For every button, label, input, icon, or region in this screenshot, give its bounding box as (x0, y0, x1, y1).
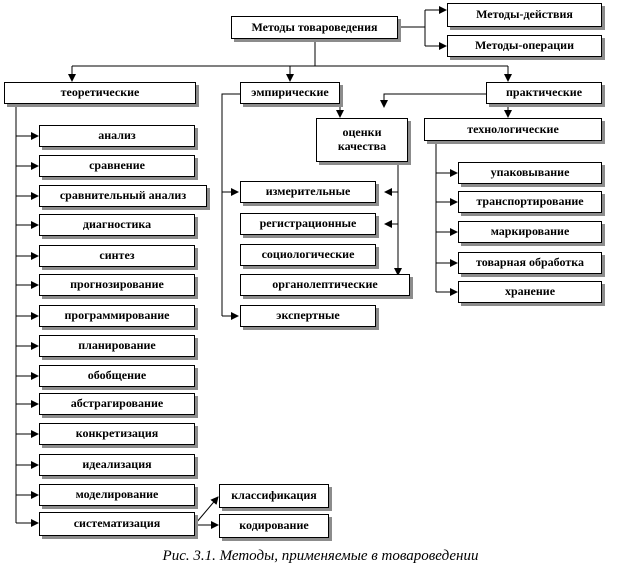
theoretical-item-label: анализ (98, 128, 136, 143)
empirical-label: эмпирические (251, 85, 329, 100)
technological-item-label: транспортирование (476, 194, 584, 209)
theoretical-item: обобщение (39, 365, 195, 387)
theoretical-item-label: сравнение (89, 158, 145, 173)
theoretical-item-label: планирование (78, 338, 156, 353)
empirical-box: эмпирические (240, 82, 340, 104)
technological-item: упаковывание (458, 162, 602, 184)
theoretical-item-label: систематизация (73, 516, 161, 531)
methods-operations-box: Методы-операции (447, 35, 602, 57)
practical-box: практические (486, 82, 602, 104)
theoretical-item: конкретизация (39, 423, 195, 445)
classification-box: классификация (219, 484, 329, 508)
theoretical-label: теоретические (60, 85, 140, 100)
theoretical-item-label: диагностика (82, 217, 152, 232)
empirical-item-label: органолептические (272, 277, 378, 292)
theoretical-item: планирование (39, 335, 195, 357)
theoretical-item-label: конкретизация (75, 426, 159, 441)
theoretical-item-label: синтез (99, 248, 135, 263)
technological-label: технологические (467, 121, 559, 136)
theoretical-item-label: обобщение (87, 368, 147, 383)
coding-label: кодирование (239, 518, 309, 533)
theoretical-item: программирование (39, 305, 195, 327)
theoretical-item: абстрагирование (39, 393, 195, 415)
theoretical-item: систематизация (39, 512, 195, 536)
theoretical-item: прогнозирование (39, 274, 195, 296)
empirical-item: измерительные (240, 181, 376, 203)
empirical-item-label: измерительные (265, 184, 351, 199)
theoretical-item: идеализация (39, 454, 195, 476)
figure-caption: Рис. 3.1. Методы, применяемые в товарове… (162, 548, 479, 564)
coding-box: кодирование (219, 514, 329, 538)
empirical-item: социологические (240, 244, 376, 266)
empirical-item: экспертные (240, 305, 376, 327)
technological-box: технологические (424, 118, 602, 141)
theoretical-item-label: прогнозирование (70, 277, 164, 292)
technological-item-label: маркирование (490, 224, 570, 239)
theoretical-item-label: программирование (64, 308, 170, 323)
theoretical-box: теоретические (4, 82, 196, 104)
classification-label: классификация (231, 488, 317, 503)
theoretical-item: диагностика (39, 214, 195, 236)
theoretical-item-label: идеализация (82, 457, 152, 472)
technological-item: товарная обработка (458, 252, 602, 274)
root-label: Методы товароведения (251, 19, 378, 34)
theoretical-item: моделирование (39, 484, 195, 506)
technological-item-label: упаковывание (490, 165, 570, 180)
root-box: Методы товароведения (231, 16, 398, 39)
empirical-item: регистрационные (240, 213, 376, 235)
technological-item: маркирование (458, 221, 602, 243)
quality-box: оценки качества (316, 118, 408, 162)
theoretical-item: синтез (39, 245, 195, 267)
theoretical-item-label: моделирование (75, 487, 159, 502)
empirical-item: органолептические (240, 274, 410, 296)
theoretical-item-label: сравнительный анализ (59, 188, 187, 203)
technological-item-label: хранение (504, 284, 556, 299)
theoretical-item: анализ (39, 125, 195, 147)
theoretical-item: сравнение (39, 155, 195, 177)
methods-operations-label: Методы-операции (475, 38, 574, 53)
empirical-item-label: регистрационные (259, 216, 357, 231)
theoretical-item: сравнительный анализ (39, 185, 207, 207)
empirical-item-label: социологические (261, 247, 355, 262)
practical-label: практические (505, 85, 583, 100)
quality-label: оценки качества (337, 125, 387, 153)
methods-actions-box: Методы-действия (447, 3, 602, 27)
technological-item: хранение (458, 281, 602, 303)
technological-item: транспортирование (458, 191, 602, 213)
technological-item-label: товарная обработка (476, 255, 584, 270)
theoretical-item-label: абстрагирование (70, 396, 164, 411)
empirical-item-label: экспертные (276, 308, 340, 323)
methods-actions-label: Методы-действия (476, 7, 573, 22)
